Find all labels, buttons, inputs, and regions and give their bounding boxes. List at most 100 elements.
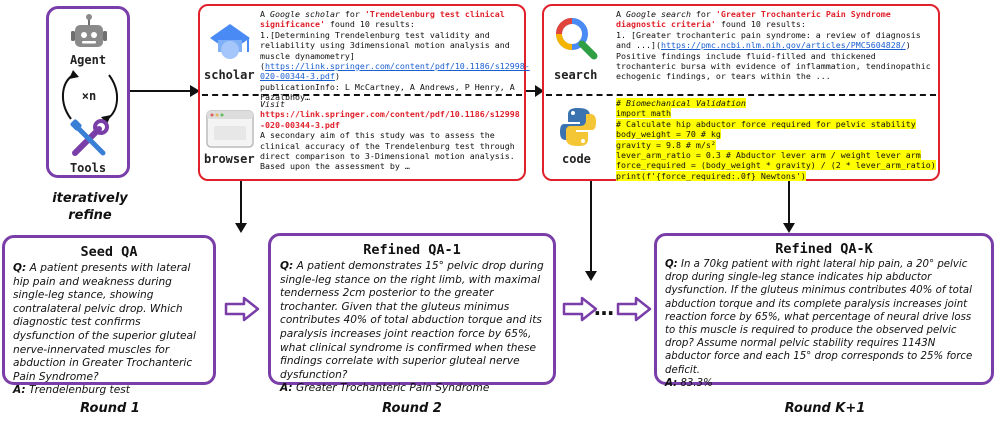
ellipsis: … (594, 296, 614, 320)
tools-label: Tools (69, 161, 107, 175)
refined-qa-1-box: Refined QA-1 Q: A patient demonstrates 1… (268, 233, 556, 394)
seed-qa-title: Seed QA (80, 244, 138, 260)
code-line-text: lever_arm_ratio = 0.3 # Abductor lever a… (616, 150, 921, 161)
code-line-text: body_weight = 70 # kg (616, 129, 721, 140)
agent-label: Agent (69, 53, 107, 67)
hollow-arrow-3 (616, 296, 652, 322)
search-code-panel: search A Google search for 'Greater Troc… (542, 4, 940, 181)
scholar-result-title: 1.[Determining Trendelenburg test validi… (260, 29, 510, 72)
r1-a-label: A: (280, 382, 293, 395)
seed-qa-box: Seed QA Q: A patient presents with later… (2, 235, 216, 396)
scholar-pub-info: publicationInfo: L McCartney, A Andrews,… (260, 81, 515, 103)
browser-summary: A secondary aim of this study was to ass… (260, 130, 515, 172)
scholar-engine: Google scholar (270, 9, 340, 19)
search-for: for (690, 9, 716, 19)
scholar-header-prefix: A (260, 9, 270, 19)
code-line: print(f'{force_required:.0f} Newtons') (616, 170, 936, 181)
code-line-text: # Calculate hip abductor force required … (616, 118, 916, 129)
search-result-title: 1. [Greater trochanteric pain syndrome: … (616, 29, 921, 51)
caption-line-1: iteratively (52, 191, 128, 206)
code-line: lever_arm_ratio = 0.3 # Abductor lever a… (616, 150, 936, 161)
seed-q-text: A patient presents with lateral hip pain… (13, 262, 196, 383)
iteratively-refine-caption: iteratively refine (40, 190, 140, 224)
code-line: gravity = 9.8 # m/s² (616, 139, 936, 150)
search-snippet: Positive findings include fluid-filled a… (616, 50, 931, 82)
arrow-down-mid (585, 181, 597, 281)
round-label-1: Round 1 (80, 401, 140, 416)
search-result-close: ) (905, 40, 911, 51)
scholar-query: 'Trendelenburg test clinical significanc… (260, 9, 505, 30)
scholar-result-text: A Google scholar for 'Trendelenburg test… (260, 9, 530, 103)
code-line: force_required = (body_weight * gravity)… (616, 160, 936, 171)
arrow-down-right (783, 181, 795, 233)
search-result-link[interactable]: https://pmc.ncbi.nlm.nih.gov/articles/PM… (660, 40, 906, 51)
code-line-text: gravity = 9.8 # m/s² (616, 139, 716, 150)
code-line: import math (616, 108, 936, 119)
scholar-browser-panel: scholar A Google scholar for 'Trendelenb… (198, 4, 530, 181)
scholar-found: found 10 results: (324, 19, 415, 30)
search-label: search (554, 68, 598, 82)
caption-line-2: refine (68, 208, 112, 223)
hollow-arrow-1 (224, 296, 260, 322)
code-line-text: print(f'{force_required:.0f} Newtons') (616, 170, 806, 181)
scholar-for: for (339, 9, 365, 19)
refined-qa-1-title: Refined QA-1 (363, 242, 461, 258)
search-header-prefix: A (616, 9, 626, 19)
seed-q-label: Q: (13, 262, 27, 274)
loop-arrows (62, 70, 118, 124)
agent-tools-panel: Agent ×n Tools (46, 6, 130, 178)
browser-label: browser (204, 152, 255, 166)
r1-q-label: Q: (280, 260, 294, 272)
search-icon (556, 18, 598, 60)
arrow-agent-to-tools (130, 85, 200, 97)
search-engine: Google search (626, 9, 691, 19)
browser-visit-label: Visit (260, 99, 285, 109)
seed-a-text: Trendelenburg test (25, 384, 130, 397)
panel-divider (202, 94, 522, 96)
loop-label: ×n (81, 89, 97, 103)
arrow-between-panels (526, 85, 544, 97)
code-label: code (562, 152, 591, 166)
refined-qa-k-box: Refined QA-K Q: In a 70kg patient with r… (654, 233, 994, 389)
code-line-text: # Biomechanical Validation (616, 98, 746, 108)
code-line: # Calculate hip abductor force required … (616, 118, 936, 129)
refined-qa-1-answer: A: Greater Trochanteric Pain Syndrome (280, 382, 544, 396)
agent-icon (71, 14, 107, 47)
round-label-k: Round K+1 (784, 401, 866, 416)
tools-icon (70, 119, 109, 156)
search-query: 'Greater Trochanteric Pain Syndrome diag… (616, 9, 891, 30)
scholar-result-link[interactable]: https://link.springer.com/content/pdf/10… (260, 61, 530, 82)
seed-a-label: A: (13, 384, 26, 397)
python-icon (560, 108, 596, 146)
rk-q-text: In a 70kg patient with right lateral hip… (665, 259, 973, 376)
arrow-down-left (235, 181, 247, 233)
seed-qa-answer: A: Trendelenburg test (13, 384, 205, 398)
panel-divider-right (546, 94, 936, 96)
hollow-arrow-2 (562, 296, 598, 322)
r1-q-text: A patient demonstrates 15° pelvic drop d… (280, 260, 544, 381)
search-result-text: A Google search for 'Greater Trochanteri… (616, 9, 934, 82)
scholar-icon (210, 24, 250, 59)
refined-qa-1-question: Q: A patient demonstrates 15° pelvic dro… (280, 260, 544, 382)
r1-a-text: Greater Trochanteric Pain Syndrome (292, 382, 490, 395)
refined-qa-k-title: Refined QA-K (775, 241, 873, 257)
code-line-text: force_required = (body_weight * gravity)… (616, 160, 936, 171)
search-found: found 10 results: (715, 19, 806, 30)
rk-a-text: 83.3% (677, 377, 713, 389)
browser-visit-url[interactable]: https://link.springer.com/content/pdf/10… (260, 109, 520, 130)
rk-q-label: Q: (665, 259, 678, 270)
browser-result-text: Visit https://link.springer.com/content/… (260, 99, 522, 172)
code-line: body_weight = 70 # kg (616, 129, 936, 140)
scholar-label: scholar (204, 68, 255, 82)
browser-icon (206, 110, 254, 148)
code-line-text: import math (616, 108, 671, 119)
scholar-result-close: ) (334, 71, 340, 82)
refined-qa-k-answer: A: 83.3% (665, 377, 983, 390)
code-line: # Biomechanical Validation (616, 98, 936, 108)
round-label-2: Round 2 (382, 401, 442, 416)
refined-qa-k-question: Q: In a 70kg patient with right lateral … (665, 258, 983, 377)
rk-a-label: A: (665, 377, 678, 389)
code-block: # Biomechanical Validation import math #… (616, 98, 936, 181)
seed-qa-question: Q: A patient presents with lateral hip p… (13, 262, 205, 384)
